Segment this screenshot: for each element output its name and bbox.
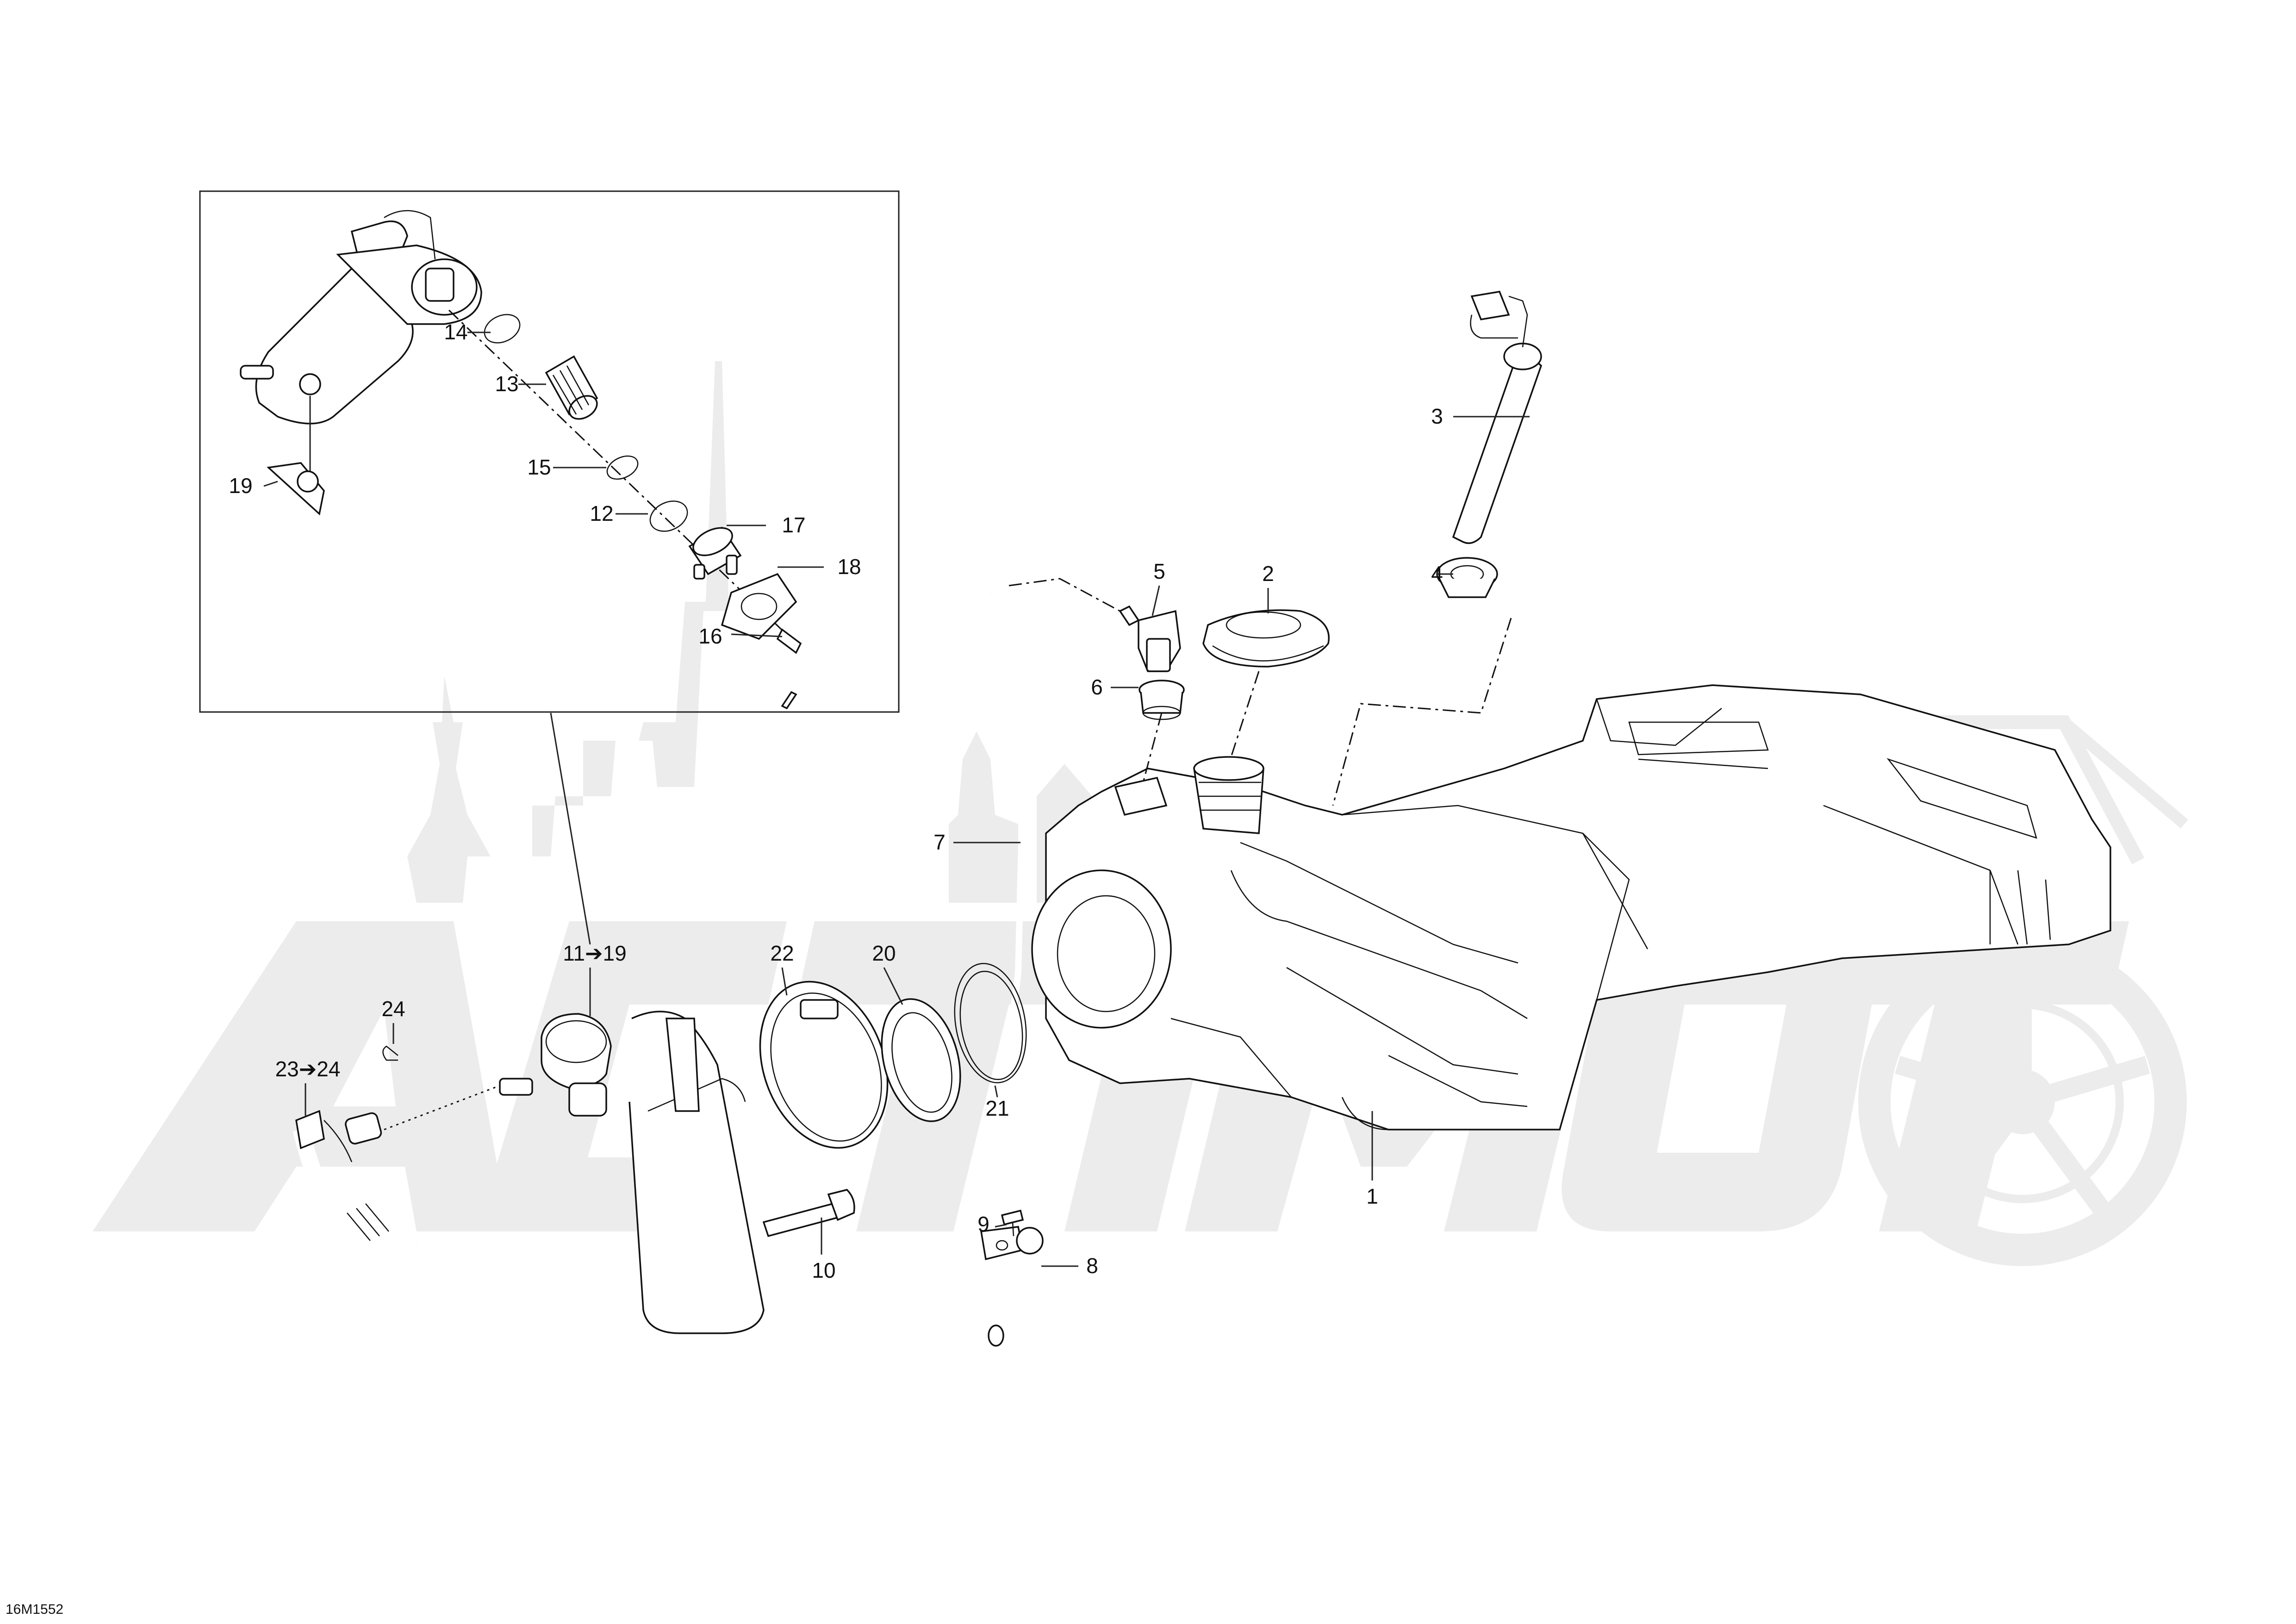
callout-4: 4 xyxy=(1431,562,1443,586)
callout-2: 2 xyxy=(1262,562,1274,586)
main-leaders xyxy=(305,416,1530,1267)
valve-assembly-axis xyxy=(1142,712,1163,783)
callout-17: 17 xyxy=(782,513,805,537)
callout-16: 16 xyxy=(698,624,722,648)
fuel-level-sensor-3 xyxy=(1452,291,1543,544)
o-ring-12 xyxy=(649,500,688,532)
screw-9 xyxy=(1001,1209,1024,1237)
ring-15 xyxy=(606,455,639,480)
fuel-pump-assembly xyxy=(499,1011,765,1334)
callout-11-19: 11➔19 xyxy=(563,941,626,965)
seal-21 xyxy=(954,963,1027,1083)
callout-23-24: 23➔24 xyxy=(275,1057,341,1081)
callout-3: 3 xyxy=(1431,404,1443,428)
retaining-clip-24 xyxy=(382,1045,398,1061)
strainer-19 xyxy=(267,462,325,516)
inset-connector-line xyxy=(550,712,591,945)
screws-16 xyxy=(776,628,802,710)
sensor-grommet-4 xyxy=(1436,557,1498,598)
callout-5: 5 xyxy=(1153,559,1165,583)
clamp-22 xyxy=(759,981,889,1149)
callout-20: 20 xyxy=(872,941,896,965)
cap-assembly-axis xyxy=(1230,671,1260,757)
callout-24: 24 xyxy=(381,997,405,1021)
fuel-tank-1 xyxy=(1031,684,2111,1131)
callout-7: 7 xyxy=(933,830,946,854)
regulator-17 xyxy=(688,526,742,580)
o-ring-14 xyxy=(484,314,521,344)
callout-9: 9 xyxy=(977,1212,989,1236)
fuel-outlet-hose xyxy=(292,1110,418,1259)
callout-10: 10 xyxy=(812,1258,835,1282)
callout-labels: 1 2 3 4 5 6 7 8 9 10 11➔19 12 13 14 15 1… xyxy=(229,320,1443,1282)
grommet-6 xyxy=(1139,680,1185,720)
callout-19: 19 xyxy=(229,474,252,498)
drawing-id: 16M1552 xyxy=(6,1602,64,1617)
bolt-10 xyxy=(762,1189,855,1237)
callout-13: 13 xyxy=(495,372,518,396)
vent-hose-7 xyxy=(957,581,1029,1347)
callout-21: 21 xyxy=(985,1096,1009,1120)
callout-6: 6 xyxy=(1091,675,1103,699)
fuel-cap-2 xyxy=(1202,609,1330,668)
inset-leaders xyxy=(263,331,824,637)
vent-assembly-axis xyxy=(1008,578,1120,612)
filter-13 xyxy=(545,355,598,420)
fuel-pump-cartridge xyxy=(240,210,482,472)
callout-22: 22 xyxy=(770,941,794,965)
bracket-18 xyxy=(721,573,797,640)
callout-14: 14 xyxy=(444,320,467,344)
callout-12: 12 xyxy=(590,501,613,525)
sensor-assembly-axis xyxy=(1332,618,1512,806)
inset-frame xyxy=(199,190,900,713)
callout-15: 15 xyxy=(527,455,551,479)
callout-8: 8 xyxy=(1086,1254,1098,1278)
inset-assembly-axis xyxy=(448,309,797,644)
vent-valve-5 xyxy=(1119,605,1181,672)
callout-1: 1 xyxy=(1366,1184,1378,1208)
hose-connection-line xyxy=(384,1085,500,1131)
lock-ring-20 xyxy=(881,998,961,1122)
hose-clip-8 xyxy=(980,1226,1044,1261)
callout-18: 18 xyxy=(837,555,861,579)
